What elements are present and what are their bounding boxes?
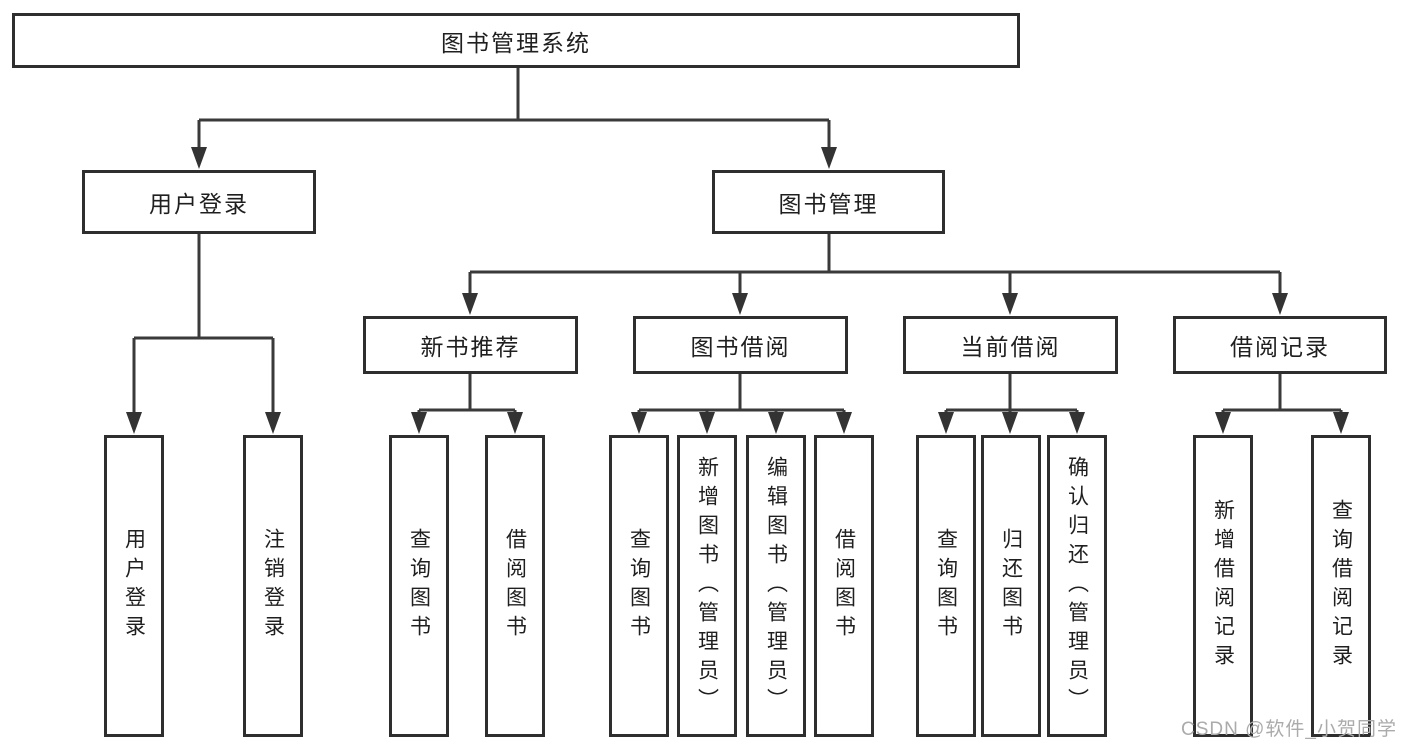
leaf-add-book-admin: 新增图书（管理员）: [677, 435, 737, 737]
leaf-query-books-current-label: 查询图书: [934, 528, 958, 644]
leaf-query-books-borrow: 查询图书: [609, 435, 669, 737]
leaf-borrow-books-recommend-label: 借阅图书: [503, 528, 527, 644]
node-user-login-label: 用户登录: [149, 191, 249, 217]
leaf-logout: 注销登录: [243, 435, 303, 737]
leaf-query-books-current: 查询图书: [916, 435, 976, 737]
leaf-borrow-books-recommend: 借阅图书: [485, 435, 545, 737]
node-borrowing-records-label: 借阅记录: [1230, 334, 1330, 360]
node-library-management-system: 图书管理系统: [12, 13, 1020, 68]
leaf-logout-label: 注销登录: [261, 528, 285, 644]
leaf-query-books-recommend-label: 查询图书: [407, 528, 431, 644]
leaf-query-borrow-record: 查询借阅记录: [1311, 435, 1371, 737]
leaf-return-books: 归还图书: [981, 435, 1041, 737]
node-book-borrowing: 图书借阅: [633, 316, 848, 374]
node-book-management: 图书管理: [712, 170, 945, 234]
node-book-borrowing-label: 图书借阅: [690, 334, 791, 360]
csdn-watermark: CSDN @软件_小贺同学: [1181, 719, 1397, 740]
leaf-edit-book-admin-label: 编辑图书（管理员）: [764, 455, 788, 717]
node-user-login: 用户登录: [82, 170, 316, 234]
leaf-borrow-books-label: 借阅图书: [832, 528, 856, 644]
leaf-edit-book-admin: 编辑图书（管理员）: [746, 435, 806, 737]
leaf-confirm-return-admin: 确认归还（管理员）: [1047, 435, 1107, 737]
node-borrowing-records: 借阅记录: [1173, 316, 1387, 374]
node-new-book-recommendation-label: 新书推荐: [420, 334, 521, 360]
leaf-user-login: 用户登录: [104, 435, 164, 737]
node-current-borrowing-label: 当前借阅: [960, 334, 1061, 360]
leaf-confirm-return-admin-label: 确认归还（管理员）: [1065, 455, 1089, 717]
leaf-query-borrow-record-label: 查询借阅记录: [1329, 499, 1353, 673]
leaf-add-book-admin-label: 新增图书（管理员）: [695, 455, 719, 717]
node-new-book-recommendation: 新书推荐: [363, 316, 578, 374]
leaf-return-books-label: 归还图书: [999, 528, 1023, 644]
leaf-add-borrow-record: 新增借阅记录: [1193, 435, 1253, 737]
leaf-query-books-borrow-label: 查询图书: [627, 528, 651, 644]
leaf-add-borrow-record-label: 新增借阅记录: [1211, 499, 1235, 673]
leaf-borrow-books: 借阅图书: [814, 435, 874, 737]
node-book-management-label: 图书管理: [778, 191, 879, 217]
leaf-query-books-recommend: 查询图书: [389, 435, 449, 737]
leaf-user-login-label: 用户登录: [122, 528, 146, 644]
node-library-management-system-label: 图书管理系统: [441, 29, 591, 56]
node-current-borrowing: 当前借阅: [903, 316, 1118, 374]
